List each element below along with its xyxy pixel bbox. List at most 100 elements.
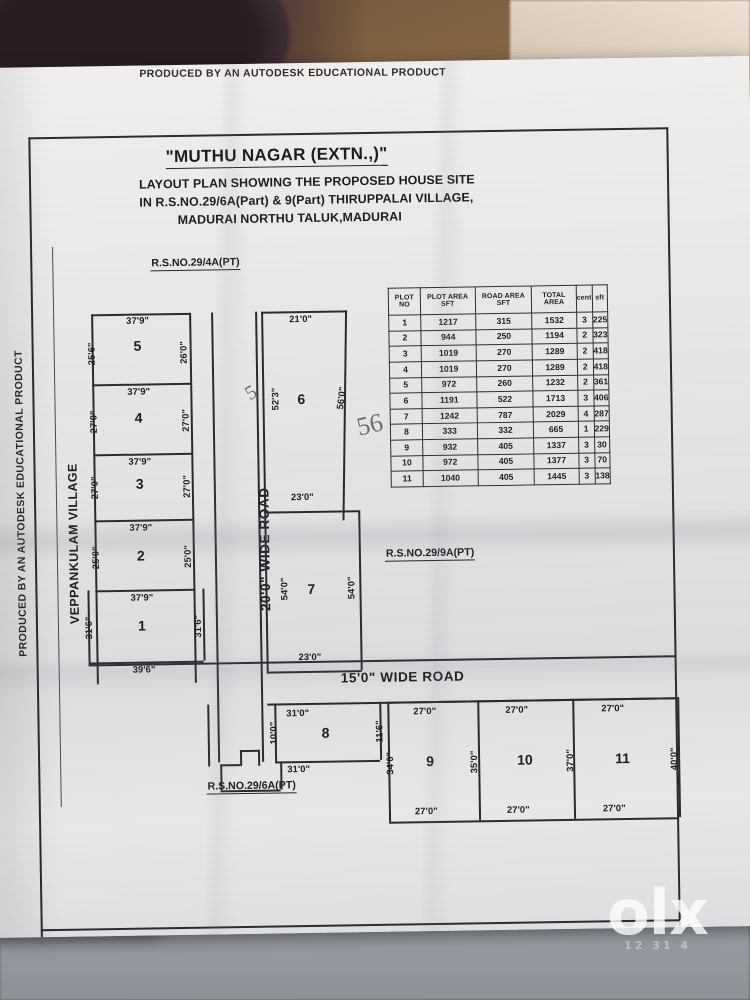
- plot-8-dim-left: 10'0": [267, 721, 279, 745]
- table-cell: 1: [388, 314, 421, 331]
- table-cell: 1377: [534, 452, 579, 470]
- plot-10-dim-bottom: 27'0": [506, 803, 530, 815]
- table-cell: 405: [477, 453, 535, 471]
- col-sft: sft: [591, 284, 608, 313]
- col-plot-area: PLOT AREA SFT: [420, 286, 476, 315]
- table-cell: 250: [475, 328, 533, 346]
- plan-title: "MUTHU NAGAR (EXTN.,)": [165, 143, 388, 170]
- plot-label-9: 9: [426, 753, 435, 770]
- plot-10-dim-top: 27'0": [505, 703, 529, 715]
- autodesk-banner-left: PRODUCED BY AN AUTODESK EDUCATIONAL PROD…: [12, 350, 30, 657]
- table-cell: 138: [594, 467, 611, 484]
- col-plot-no: PLOT NO: [388, 287, 421, 316]
- plot-label-7: 7: [307, 580, 316, 598]
- table-cell: 3: [578, 468, 595, 485]
- table-cell: 1040: [422, 470, 479, 487]
- plot-7-dim-right: 54'0": [345, 576, 357, 600]
- plot-5-dim-top: 37'9": [126, 314, 150, 326]
- table-cell: 1191: [421, 391, 477, 409]
- table-cell: 225: [592, 311, 608, 328]
- table-cell: 315: [475, 312, 533, 330]
- plot-label-2: 2: [136, 547, 145, 564]
- plot-1-dim-right: 31'6": [191, 614, 204, 638]
- plot-8-dim-bottom: 31'0": [287, 762, 311, 775]
- table-cell: 405: [477, 469, 535, 486]
- table-cell: 3: [577, 390, 594, 406]
- table-cell: 1713: [533, 390, 578, 407]
- plot-2-dim-top: 37'9": [129, 521, 153, 533]
- olx-watermark: olx 12 31 4: [607, 876, 709, 952]
- bottom-left-zigzag-e: [257, 749, 260, 766]
- table-cell: 3: [578, 452, 595, 469]
- table-cell: 418: [592, 343, 609, 359]
- plot-5-dim-right: 26'0": [177, 340, 189, 364]
- plot-1-dim-top: 37'9": [130, 591, 154, 603]
- table-cell: 229: [593, 421, 610, 437]
- table-cell: 8: [390, 424, 423, 441]
- bottom-left-zigzag-c: [239, 750, 242, 767]
- table-cell: 932: [422, 438, 478, 456]
- survey-label-top-left: R.S.NO.29/4A(PT): [150, 256, 241, 272]
- plot-schedule-table: PLOT NO PLOT AREA SFT ROAD AREA SFT TOTA…: [388, 284, 611, 488]
- table-cell: 30: [594, 436, 610, 453]
- col-road-area: ROAD AREA SFT: [474, 285, 532, 314]
- table-cell: 972: [421, 376, 477, 393]
- table-cell: 4: [577, 405, 594, 422]
- table-cell: 1532: [531, 312, 577, 329]
- plot-2-dim-left: 25'0": [89, 546, 102, 570]
- plan-subtitle-line-3: MADURAI NORTHU TALUK,MADURAI: [177, 209, 402, 228]
- table-cell: 1337: [533, 437, 579, 454]
- table-cell: 270: [476, 359, 533, 377]
- olx-watermark-sub: 12 31 4: [624, 939, 692, 952]
- boundary-label-veppankulam-village: VEPPANKULAM VILLAGE: [65, 463, 82, 625]
- table-cell: 522: [476, 391, 534, 408]
- plot-11-dim-bottom: 27'0": [602, 802, 626, 814]
- olx-watermark-text: olx: [607, 876, 709, 949]
- plot-3-dim-left: 27'0": [88, 476, 100, 500]
- bottom-left-zigzag-d: [239, 749, 258, 752]
- table-cell: 9: [390, 439, 423, 456]
- plot-label-6: 6: [297, 391, 306, 408]
- plot-9-dim-bottom: 27'0": [414, 804, 438, 817]
- plot-6-dim-left: 52'3": [269, 387, 281, 411]
- table-cell: 3: [578, 436, 595, 453]
- frame-left-border: [28, 137, 43, 938]
- table-cell: 287: [593, 405, 610, 422]
- table-cell: 1194: [532, 327, 577, 345]
- table-cell: 2: [577, 374, 594, 391]
- plot-4-dim-right: 27'0": [179, 408, 191, 432]
- plot-8-dim-top: 31'0": [286, 706, 310, 719]
- table-cell: 944: [420, 329, 476, 346]
- table-cell: 70: [594, 452, 611, 469]
- table-cell: 3: [576, 312, 593, 328]
- table-cell: 1289: [532, 359, 578, 376]
- plot-1-dim-left: 31'6": [82, 616, 95, 640]
- plot-9-dim-top: 27'0": [413, 705, 437, 717]
- col-total-area: TOTAL AREA: [531, 285, 577, 313]
- plot-4-dim-left: 27'0": [87, 410, 99, 434]
- plot-10-dim-right: 37'0": [563, 748, 576, 772]
- plot-11-dim-right: 40'0": [667, 747, 680, 771]
- plot-label-10: 10: [517, 751, 533, 768]
- plot-7-east-edge: [358, 510, 363, 671]
- bottom-left-vertical-edge: [207, 704, 210, 767]
- table-cell: 2: [388, 330, 422, 347]
- plots-9-11-top-edge: [387, 697, 678, 704]
- col-cent: cent: [576, 285, 593, 313]
- plot-label-3: 3: [135, 475, 144, 492]
- pencil-mark-5: 5: [241, 380, 262, 405]
- survey-label-right-mid: R.S.NO.29/9A(PT): [384, 546, 476, 562]
- plot-6-dim-top: 21'0": [289, 312, 313, 325]
- layout-plan-sheet: PRODUCED BY AN AUTODESK EDUCATIONAL PROD…: [0, 56, 750, 938]
- table-cell: 405: [477, 437, 535, 455]
- table-cell: 5: [389, 377, 422, 394]
- plot-label-5: 5: [133, 337, 142, 354]
- table-cell: 665: [533, 421, 579, 438]
- table-cell: 2: [577, 358, 594, 375]
- plot-4-dim-top: 37'9": [127, 385, 151, 397]
- table-cell: 1242: [422, 407, 478, 425]
- table-cell: 1: [578, 421, 595, 438]
- vertical-road-west-edge: [211, 312, 220, 763]
- table-cell: 333: [422, 423, 478, 440]
